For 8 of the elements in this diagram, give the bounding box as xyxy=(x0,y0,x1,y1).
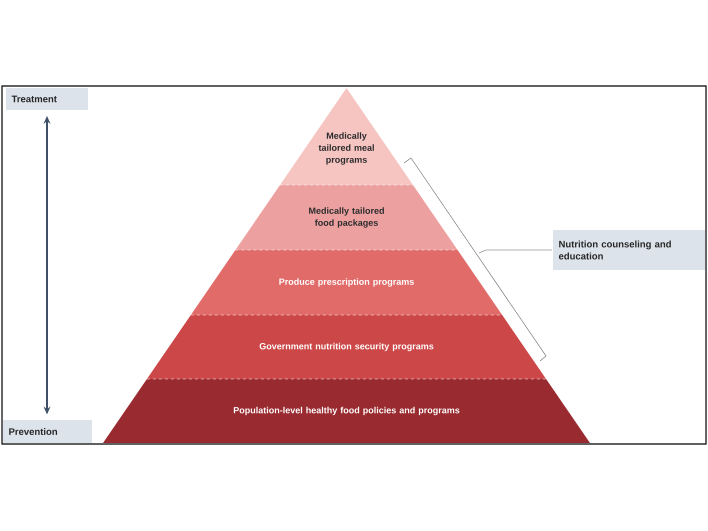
label-box: Prevention xyxy=(3,420,92,443)
pyramid-tier: Medically tailored meal programs xyxy=(280,88,413,185)
pyramid-tier: Population-level healthy food policies and programs xyxy=(103,379,590,443)
pyramid-tier: Medically tailored food packages xyxy=(235,185,458,250)
pyramid-tier: Produce prescription programs xyxy=(190,250,502,315)
label-box: Nutrition counseling and education xyxy=(553,230,705,270)
label-box: Treatment xyxy=(6,88,88,110)
pyramid-tier: Government nutrition security programs xyxy=(146,315,546,379)
